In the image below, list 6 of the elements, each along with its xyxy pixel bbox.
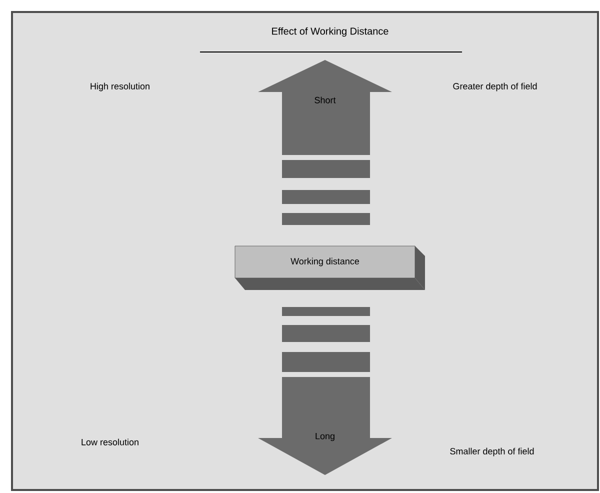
label-box: Working distance <box>234 246 425 290</box>
side-label: Smaller depth of field <box>450 448 534 456</box>
side-label: Low resolution <box>82 438 138 446</box>
side-label: Greater depth of field <box>453 82 537 92</box>
title: Effect of Working Distance <box>272 27 388 37</box>
side-label: High resolution <box>90 82 150 92</box>
